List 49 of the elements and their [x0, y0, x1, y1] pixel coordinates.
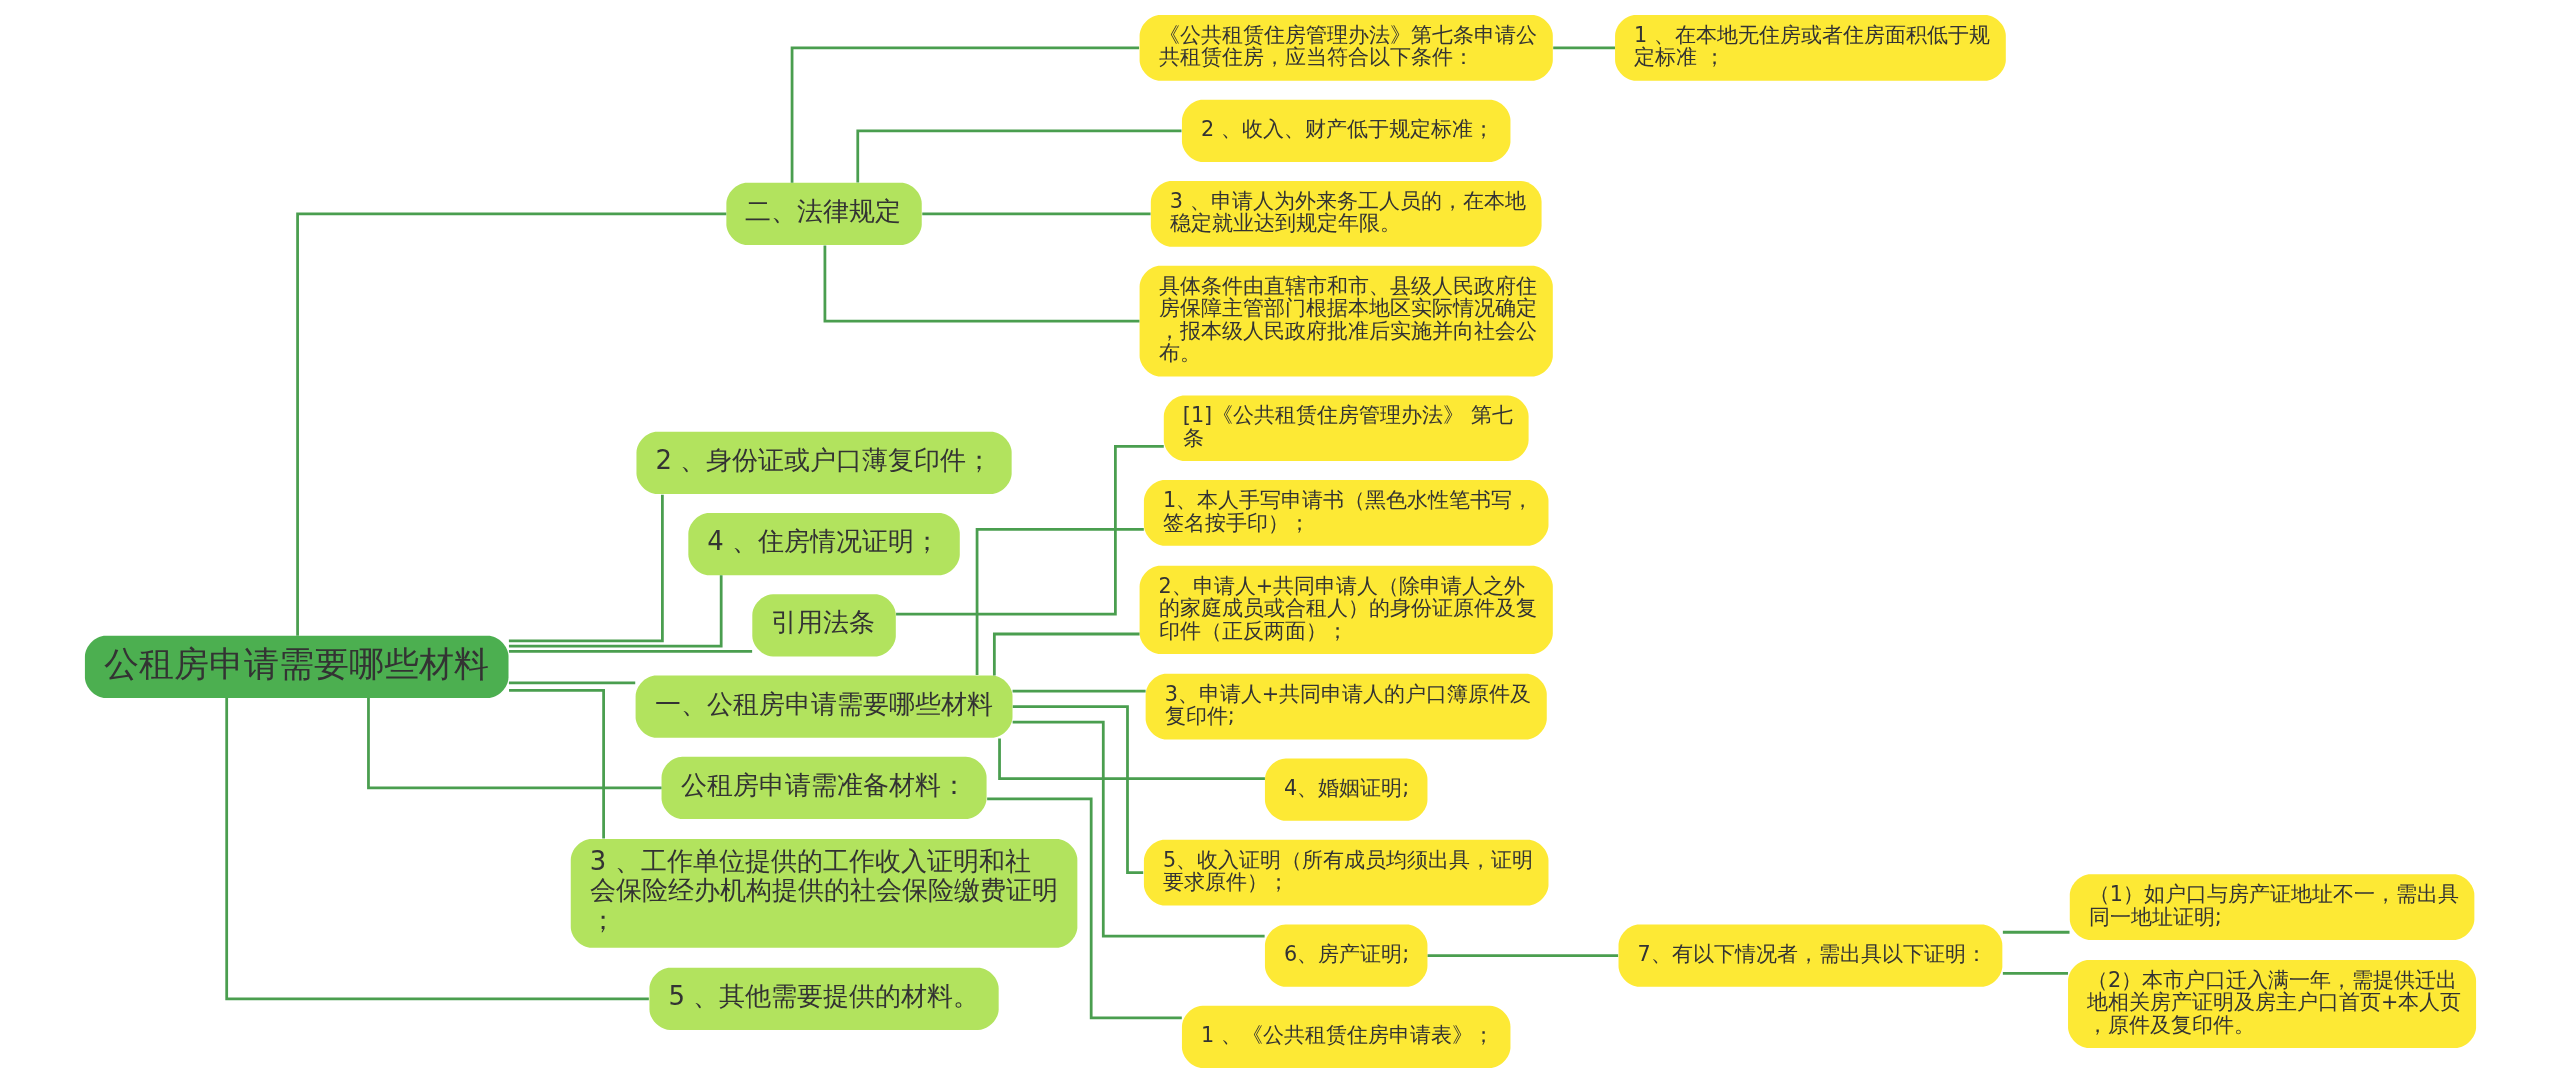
- connector: [2002, 971, 2068, 975]
- connector: [1552, 46, 1615, 50]
- node-box: 公租房申请需准备材料：: [661, 756, 987, 819]
- node-box: 具体条件由直辖市和市、县级人民政府住房保障主管部门根据本地区实际情况确定，报本级人民政府批准后实施并向社会公布。: [1139, 265, 1553, 377]
- connector: [992, 632, 1139, 676]
- node-box: [1]《公共租赁住房管理办法》 第七条: [1163, 395, 1529, 462]
- node-box: 5 、其他需要提供的材料。: [648, 967, 999, 1030]
- connector: [508, 681, 635, 685]
- connector: [508, 575, 723, 648]
- node-box: 7、有以下情况者，需出具以下证明：: [1618, 924, 2002, 987]
- node-box: 1 、《公共租赁住房申请表》；: [1181, 1005, 1510, 1068]
- connector: [1012, 689, 1146, 693]
- node-box: 3 、申请人为外来务工人员的，在本地稳定就业达到规定年限。: [1150, 181, 1542, 247]
- connector: [366, 698, 661, 790]
- node-box: 2、申请人+共同申请人（除申请人之外的家庭成员或合租人）的身份证原件及复印件（正反两面）；: [1139, 565, 1553, 654]
- connector: [895, 445, 1164, 616]
- node-box: 二、法律规定: [725, 182, 922, 245]
- node-box: 《公共租赁住房管理办法》第七条申请公共租赁住房，应当符合以下条件：: [1139, 15, 1553, 81]
- node-box: 4 、住房情况证明；: [687, 512, 960, 576]
- node-box: 引用法条: [751, 594, 896, 657]
- node-box: 3、申请人+共同申请人的户口簿原件及复印件;: [1145, 673, 1547, 740]
- connector: [224, 698, 649, 1001]
- node-box: （2）本市户口迁入满一年，需提供迁出地相关房产证明及房主户口首页+本人页，原件及复印件。: [2067, 959, 2476, 1049]
- connector: [2002, 930, 2069, 934]
- connector: [823, 245, 1139, 323]
- node-box: （1）如户口与房产证地址不一，需出具同一地址证明;: [2069, 874, 2474, 941]
- connector: [508, 649, 752, 653]
- node-box: 一、公租房申请需要哪些材料: [635, 675, 1012, 738]
- connector: [1427, 954, 1618, 957]
- connector: [986, 797, 1182, 1020]
- connector: [1012, 705, 1143, 874]
- node-box: 2 、身份证或户口薄复印件；: [635, 431, 1012, 494]
- node-box: 3 、工作单位提供的工作收入证明和社会保险经办机构提供的社会保险缴费证明；: [570, 838, 1077, 948]
- node-box: 1、本人手写申请书（黑色水性笔书写，签名按手印）；: [1143, 480, 1548, 546]
- connector: [508, 494, 664, 643]
- connector: [997, 738, 1265, 781]
- connector: [508, 689, 605, 839]
- connector: [1012, 720, 1265, 938]
- connector: [295, 212, 726, 636]
- node-box: 5、收入证明（所有成员均须出具，证明要求原件）；: [1143, 839, 1548, 906]
- connector: [921, 212, 1151, 216]
- node-box: 1 、在本地无住房或者住房面积低于规定标准 ；: [1614, 15, 2006, 81]
- connector: [790, 46, 1139, 183]
- node-box: 2 、收入、财产低于规定标准；: [1181, 99, 1510, 162]
- node-box: 4、婚姻证明;: [1264, 758, 1427, 821]
- connector: [855, 129, 1181, 183]
- connector: [975, 528, 1144, 675]
- node-box: 公租房申请需要哪些材料: [84, 635, 508, 698]
- node-box: 6、房产证明;: [1264, 924, 1427, 987]
